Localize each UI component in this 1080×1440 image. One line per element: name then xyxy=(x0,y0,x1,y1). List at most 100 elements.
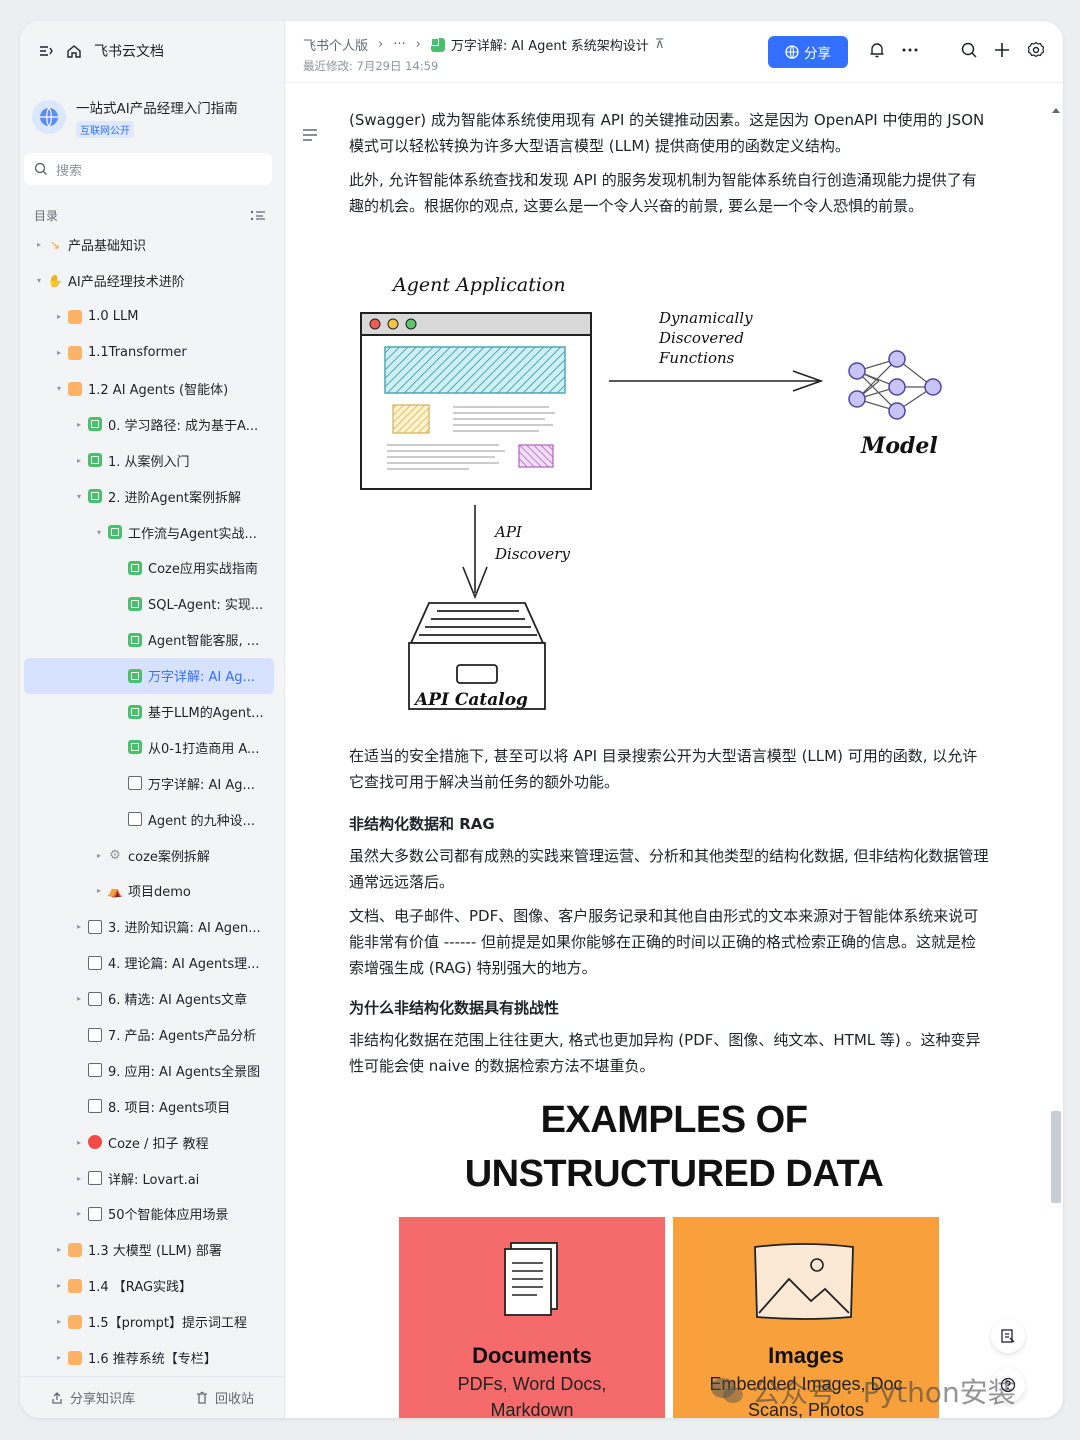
trash-button[interactable]: 回收站 xyxy=(195,1388,254,1407)
hand-icon: ✋ xyxy=(47,273,63,288)
caret-right-icon[interactable]: ▸ xyxy=(56,1353,61,1363)
toc-item[interactable]: ▾工作流与Agent实战... xyxy=(24,514,274,550)
toc-item[interactable]: 从0-1打造商用 A... xyxy=(24,729,274,765)
breadcrumb-root[interactable]: 飞书个人版 xyxy=(303,39,369,54)
collapse-sidebar-icon[interactable] xyxy=(38,43,54,59)
toc-item[interactable]: 万字详解: AI Ag... xyxy=(24,657,274,694)
toc-item[interactable]: Agent 的九种设... xyxy=(24,801,274,837)
caret-right-icon[interactable]: ▸ xyxy=(56,348,61,358)
caret-right-icon[interactable]: ▸ xyxy=(76,455,81,465)
share-space-button[interactable]: 分享知识库 xyxy=(50,1388,135,1407)
caret-down-icon[interactable]: ▾ xyxy=(36,276,41,286)
toc-item[interactable]: 7. 产品: Agents产品分析 xyxy=(24,1017,274,1053)
outline-toggle-icon[interactable] xyxy=(301,127,319,143)
globe-icon xyxy=(785,45,799,59)
help-icon[interactable] xyxy=(991,1368,1025,1402)
caret-right-icon[interactable]: ▸ xyxy=(56,1281,61,1291)
caret-right-icon[interactable]: ▸ xyxy=(76,922,81,932)
doc-doc-icon xyxy=(88,955,102,970)
doc-doc-icon xyxy=(88,1171,102,1186)
toc-item[interactable]: ▸详解: Lovart.ai xyxy=(24,1160,274,1196)
toc-item[interactable]: ▾1.2 AI Agents (智能体) xyxy=(24,371,274,407)
toc-item[interactable]: ▸Coze / 扣子 教程 xyxy=(24,1124,274,1160)
caret-right-icon[interactable]: ▸ xyxy=(96,886,101,896)
breadcrumb-current-label: 万字详解: AI Agent 系统架构设计 xyxy=(450,39,649,54)
scrollbar-thumb[interactable] xyxy=(1051,1111,1061,1203)
toc-options-icon[interactable] xyxy=(250,207,266,224)
caret-right-icon[interactable]: ▸ xyxy=(76,419,81,429)
share-button[interactable]: 分享 xyxy=(768,36,848,68)
home-icon[interactable] xyxy=(66,43,82,59)
orange-doc-icon xyxy=(68,1278,82,1293)
toc-item-label: 产品基础知识 xyxy=(68,239,147,255)
pdf-doc-icon xyxy=(128,776,142,791)
toc-item-label: 50个智能体应用场景 xyxy=(108,1208,229,1224)
toc-item[interactable]: ▸6. 精选: AI Agents文章 xyxy=(24,981,274,1017)
bell-icon[interactable] xyxy=(868,41,886,59)
toc-item[interactable]: ▸1.5【prompt】提示词工程 xyxy=(24,1304,274,1340)
toc-item[interactable]: 4. 理论篇: AI Agents理... xyxy=(24,945,274,981)
caret-right-icon[interactable]: ▸ xyxy=(56,312,61,322)
toc-item[interactable]: ▸ 50个智能体应用场景 xyxy=(24,1196,274,1232)
paragraph: 虽然大多数公司都有成熟的实践来管理运营、分析和其他类型的结构化数据, 但非结构化… xyxy=(349,847,989,891)
app-name[interactable]: 飞书云文档 xyxy=(94,44,164,60)
caret-right-icon[interactable]: ▸ xyxy=(56,1317,61,1327)
scroll-up-arrow[interactable] xyxy=(1052,108,1060,113)
toc-item[interactable]: SQL-Agent: 实现... xyxy=(24,586,274,622)
toc-item-label: coze案例拆解 xyxy=(128,849,210,865)
toc-item-label: Agent智能客服, ... xyxy=(148,634,260,650)
caret-right-icon[interactable]: ▸ xyxy=(76,1209,81,1219)
orange-doc-icon xyxy=(68,1314,82,1329)
toc-item[interactable]: 8. 项目: Agents项目 xyxy=(24,1088,274,1124)
comment-icon[interactable] xyxy=(991,1319,1025,1353)
toc-item-label: 0. 学习路径: 成为基于A... xyxy=(108,418,259,434)
toc-item[interactable]: ▸1. 从案例入门 xyxy=(24,442,274,478)
toc-item[interactable]: ▸1.1Transformer xyxy=(24,335,274,371)
api-label-2: Discovery xyxy=(494,545,570,563)
space-card[interactable]: 一站式AI产品经理入门指南 互联网公开 xyxy=(32,91,272,143)
toc-item[interactable]: ▸1.3 大模型 (LLM) 部署 xyxy=(24,1232,274,1268)
toc-item[interactable]: ▸1.0 LLM xyxy=(24,299,274,335)
caret-right-icon[interactable]: ▸ xyxy=(76,994,81,1004)
add-icon[interactable] xyxy=(993,41,1011,59)
folder-pointer-icon: ↘ xyxy=(49,237,61,252)
orange-doc-icon xyxy=(68,1242,82,1257)
share-label: 分享 xyxy=(804,46,831,62)
red-doc-icon xyxy=(88,1135,102,1150)
caret-right-icon[interactable]: ▸ xyxy=(96,850,101,860)
green-doc-icon xyxy=(88,453,102,468)
toc-item[interactable]: ▸ 1.4 【RAG实践】 xyxy=(24,1268,274,1304)
search-icon[interactable] xyxy=(960,41,978,59)
breadcrumb-more[interactable]: ··· xyxy=(393,37,406,52)
toc-item[interactable]: 基于LLM的Agent... xyxy=(24,694,274,730)
toc-item[interactable]: 万字详解: AI Ag... xyxy=(24,765,274,801)
caret-right-icon[interactable]: ▸ xyxy=(36,240,41,250)
toc-item[interactable]: ▸ ↘ 产品基础知识 xyxy=(24,227,274,263)
sidebar-top: 飞书云文档 xyxy=(38,41,164,61)
caret-right-icon[interactable]: ▸ xyxy=(76,1173,81,1183)
toc-item[interactable]: ▾✋AI产品经理技术进阶 xyxy=(24,263,274,299)
caret-right-icon[interactable]: ▸ xyxy=(56,1245,61,1255)
toc-item[interactable]: ▸⛺项目demo xyxy=(24,873,274,909)
caret-down-icon[interactable]: ▾ xyxy=(96,527,101,537)
breadcrumb-current[interactable]: 万字详解: AI Agent 系统架构设计 ⊼ xyxy=(430,35,665,54)
settings-gear-icon[interactable] xyxy=(1027,41,1045,59)
toc-item[interactable]: ▸⚙coze案例拆解 xyxy=(24,837,274,873)
toc-item-label: 从0-1打造商用 A... xyxy=(148,741,260,757)
pin-icon[interactable]: ⊼ xyxy=(654,37,665,52)
toc-item-label: 1.4 【RAG实践】 xyxy=(88,1280,193,1296)
card-subtitle: PDFs, Word Docs, Markdown xyxy=(457,1374,607,1418)
search-input[interactable]: 搜索 xyxy=(24,153,272,185)
toc-item[interactable]: ▾2. 进阶Agent案例拆解 xyxy=(24,478,274,514)
caret-down-icon[interactable]: ▾ xyxy=(76,491,81,501)
caret-down-icon[interactable]: ▾ xyxy=(56,384,61,393)
toc-item[interactable]: 9. 应用: AI Agents全景图 xyxy=(24,1052,274,1088)
toc-item[interactable]: ▸ 0. 学习路径: 成为基于A... xyxy=(24,406,274,442)
more-options-icon[interactable] xyxy=(901,41,919,59)
toc-item[interactable]: ▸3. 进阶知识篇: AI Agen... xyxy=(24,909,274,945)
caret-right-icon[interactable]: ▸ xyxy=(76,1137,81,1147)
toc-item[interactable]: ▸1.6 推荐系统【专栏】 xyxy=(24,1340,274,1376)
toc-item[interactable]: Coze应用实战指南 xyxy=(24,550,274,586)
share-space-label: 分享知识库 xyxy=(69,1392,135,1407)
toc-item[interactable]: Agent智能客服, ... xyxy=(24,622,274,658)
